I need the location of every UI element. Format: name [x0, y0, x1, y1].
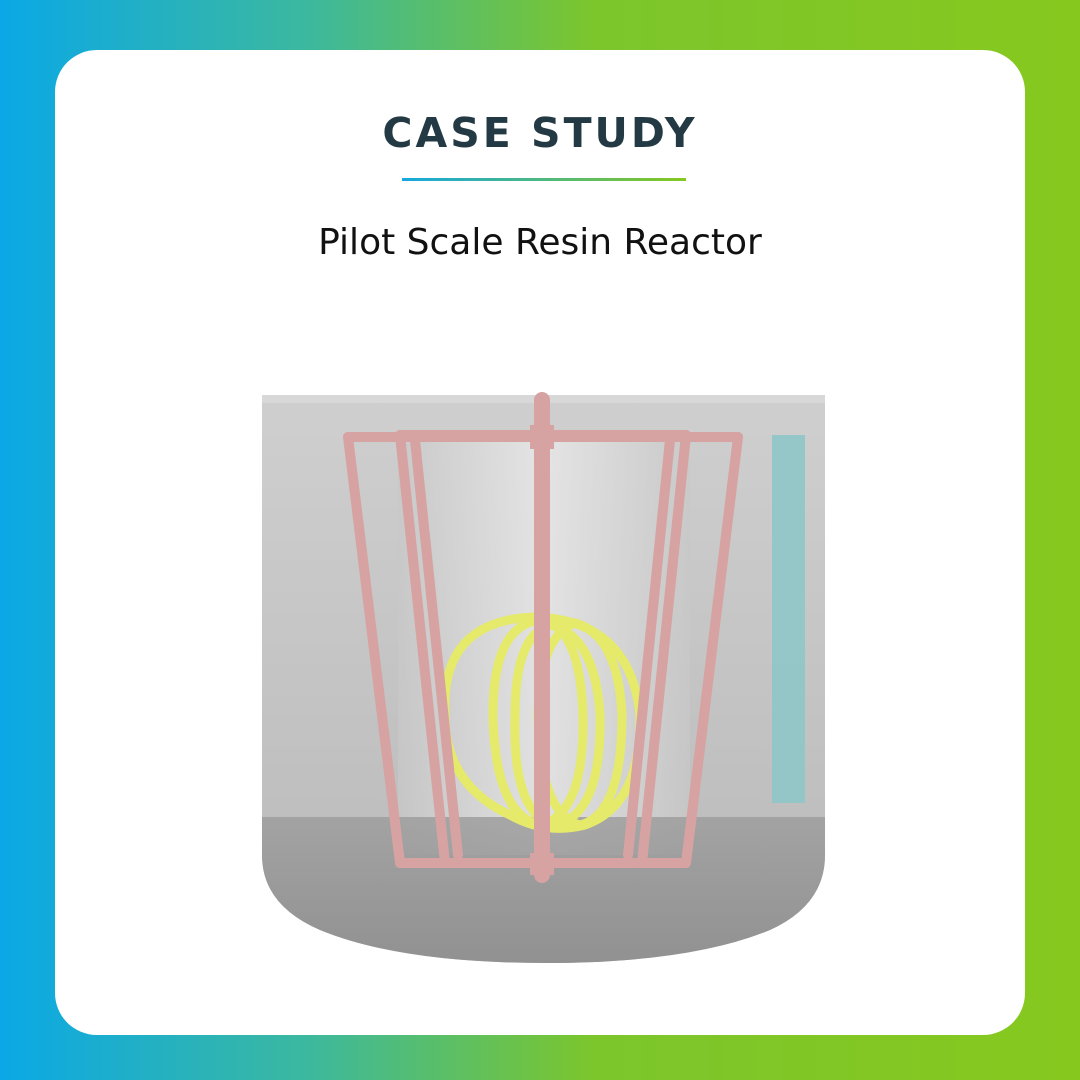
page-title: CASE STUDY: [382, 109, 698, 157]
title-divider: [402, 178, 686, 181]
baffle: [772, 435, 805, 803]
page-subtitle: Pilot Scale Resin Reactor: [318, 222, 762, 263]
anchor-agitator: [343, 392, 743, 883]
reactor-illustration: [250, 385, 840, 975]
